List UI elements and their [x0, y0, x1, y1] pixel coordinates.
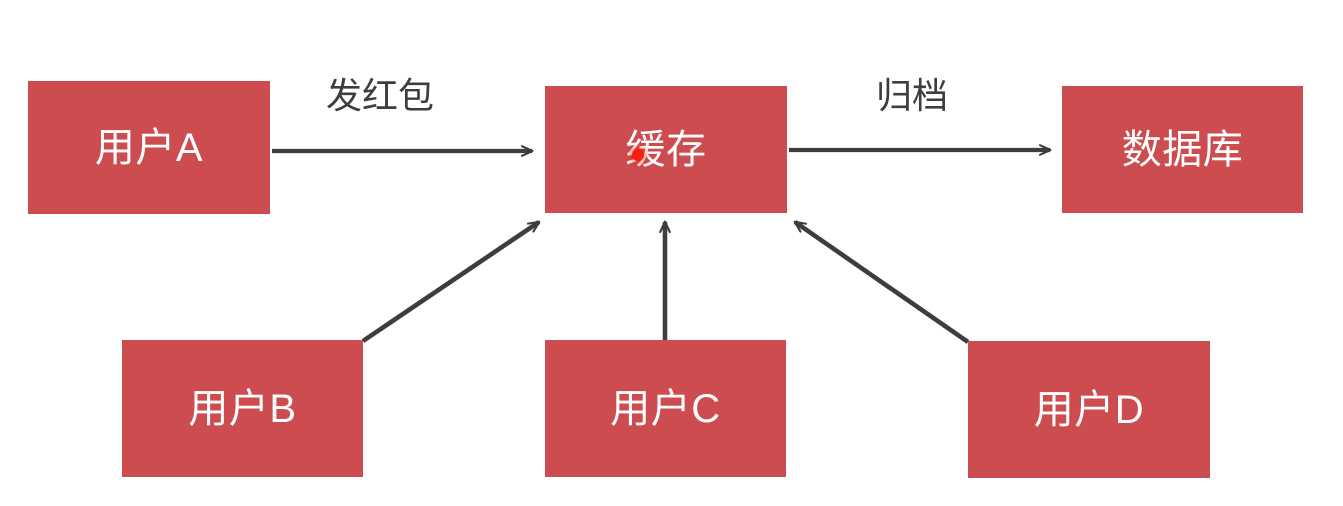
node-cache[interactable]: 缓存 — [545, 86, 787, 213]
edge-label-send-red-packet: 发红包 — [326, 75, 435, 116]
node-user-d[interactable]: 用户D — [968, 341, 1210, 478]
node-user-b-label: 用户B — [188, 386, 297, 431]
node-cache-label: 缓存 — [625, 127, 707, 172]
node-user-c[interactable]: 用户C — [545, 340, 786, 477]
edge-label-archive: 归档 — [876, 75, 949, 116]
node-database[interactable]: 数据库 — [1062, 86, 1303, 213]
node-user-b[interactable]: 用户B — [122, 340, 363, 477]
node-user-a[interactable]: 用户A — [28, 81, 270, 214]
edge-user-d-cache — [793, 220, 970, 344]
node-user-a-label: 用户A — [94, 125, 204, 170]
node-user-c-label: 用户C — [610, 386, 721, 431]
node-user-d-label: 用户D — [1033, 387, 1145, 432]
edge-user-b-cache — [361, 220, 541, 343]
node-database-label: 数据库 — [1121, 127, 1244, 172]
